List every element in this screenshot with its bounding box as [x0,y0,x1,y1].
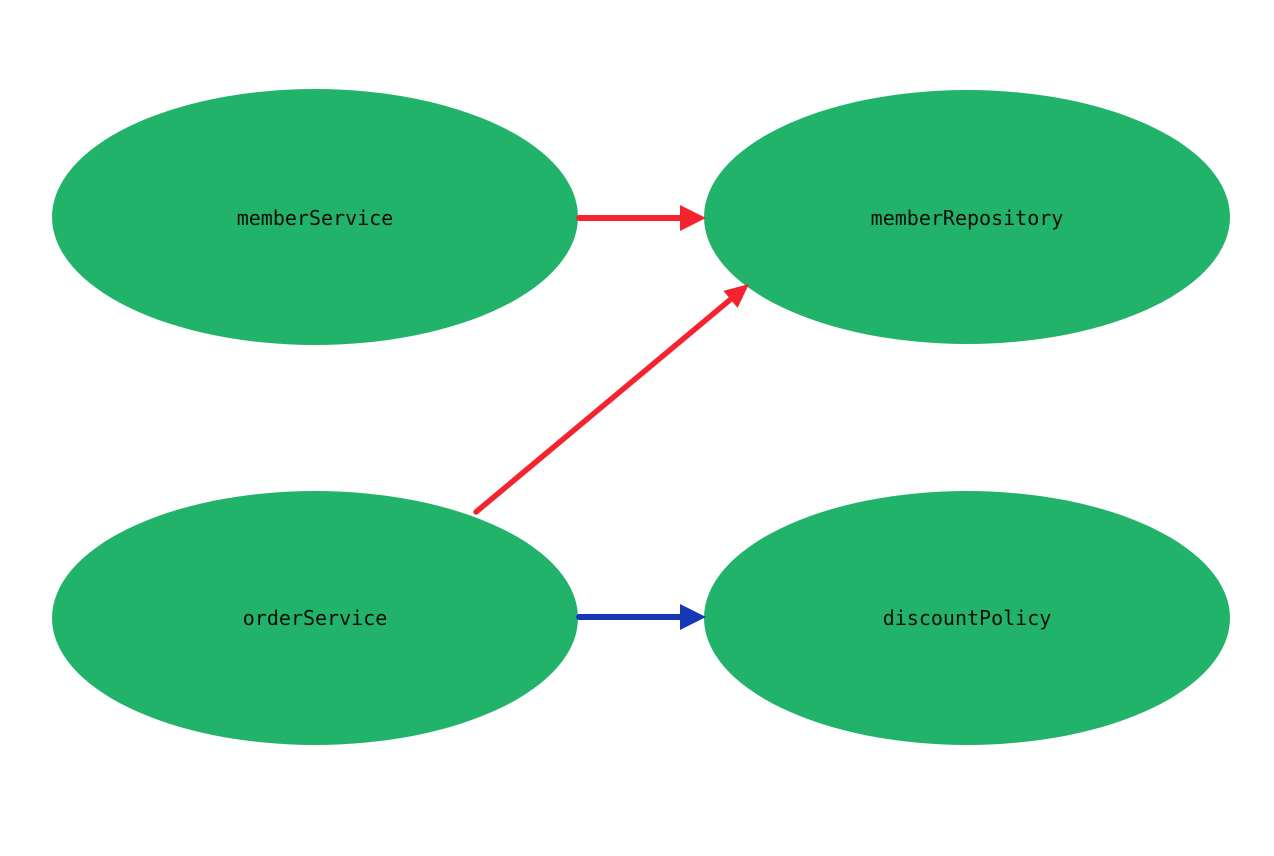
node-order-service-label: orderService [243,606,388,630]
edge-orderservice-discountpolicy-arrowhead-icon [680,604,706,630]
node-order-service-ellipse [52,491,578,745]
edge-orderservice-memberrepository-line [473,296,734,515]
node-discount-policy-label: discountPolicy [883,606,1052,630]
edge-orderservice-memberrepository-arrowhead-icon [723,284,749,308]
node-member-repository-label: memberRepository [871,206,1064,230]
node-member-repository-ellipse [704,90,1230,344]
edge-memberservice-memberrepository-arrowhead-icon [680,205,706,231]
node-member-service-ellipse [52,89,578,345]
node-discount-policy-ellipse [704,491,1230,745]
node-member-service-label: memberService [237,206,394,230]
